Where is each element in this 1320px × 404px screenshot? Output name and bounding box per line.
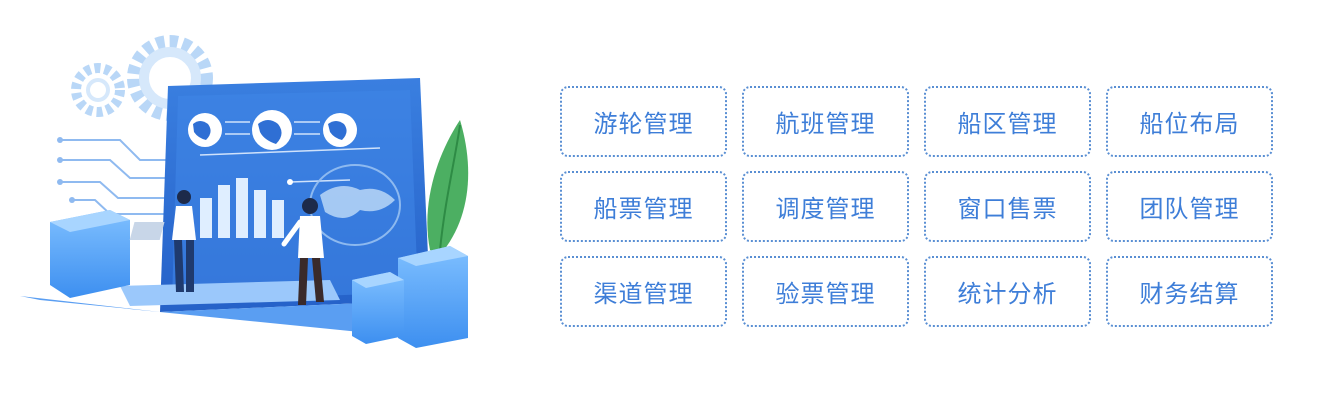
cube-right <box>352 246 468 348</box>
laptop-analytics-illustration <box>20 35 469 348</box>
feature-statistics-analysis[interactable]: 统计分析 <box>924 256 1091 327</box>
leaf-icon <box>427 120 469 255</box>
circuit-lines <box>60 139 170 215</box>
feature-dispatch-management[interactable]: 调度管理 <box>742 171 909 242</box>
feature-grid: 游轮管理 航班管理 船区管理 船位布局 船票管理 调度管理 窗口售票 团队管理 … <box>560 86 1273 327</box>
screen-bar-chart <box>200 178 284 238</box>
feature-channel-management[interactable]: 渠道管理 <box>560 256 727 327</box>
feature-window-ticketing[interactable]: 窗口售票 <box>924 171 1091 242</box>
feature-cruise-management[interactable]: 游轮管理 <box>560 86 727 157</box>
feature-group-management[interactable]: 团队管理 <box>1106 171 1273 242</box>
hero-illustration <box>0 0 500 400</box>
globe-icon <box>188 113 222 147</box>
person-with-laptop <box>129 190 196 292</box>
laptop-base <box>20 296 430 332</box>
feature-cabin-zone-management[interactable]: 船区管理 <box>924 86 1091 157</box>
gear-icon <box>71 63 125 117</box>
feature-financial-settlement[interactable]: 财务结算 <box>1106 256 1273 327</box>
person-standing <box>281 198 324 305</box>
globe-icon <box>252 110 292 150</box>
globe-icon <box>323 113 357 147</box>
feature-ticket-management[interactable]: 船票管理 <box>560 171 727 242</box>
feature-ticket-checking[interactable]: 验票管理 <box>742 256 909 327</box>
cube-left <box>50 210 130 298</box>
feature-berth-layout[interactable]: 船位布局 <box>1106 86 1273 157</box>
feature-flight-management[interactable]: 航班管理 <box>742 86 909 157</box>
